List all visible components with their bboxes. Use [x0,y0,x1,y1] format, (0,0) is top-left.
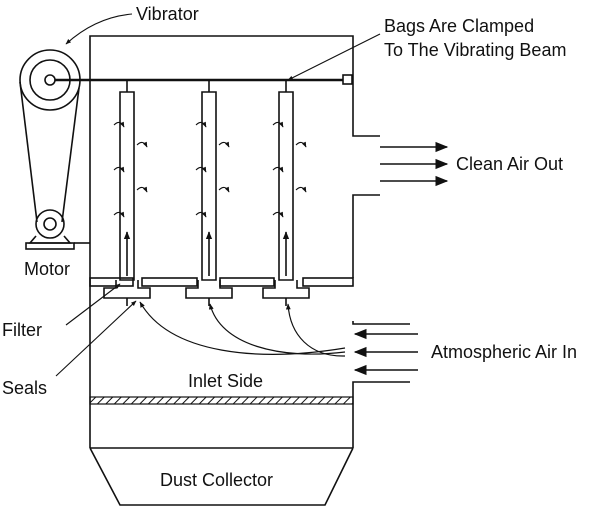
drive-belt [19,81,80,223]
bag-internal-airflow [123,231,290,276]
clean-air-out-label: Clean Air Out [456,154,564,174]
bags-clamped-label-line1: Bags Are Clamped [384,16,535,36]
inlet-flow-arrows [139,301,346,357]
tube-sheet [89,277,354,287]
atmospheric-air-in-arrows [353,328,418,376]
filter-label: Filter [2,320,42,340]
leader-lines [55,13,381,377]
vibrator-wheel [19,49,81,111]
dust-collector-label: Dust Collector [160,470,274,490]
housing [89,35,410,506]
vibrator-label: Vibrator [136,4,199,24]
motor-label: Motor [24,259,71,279]
atmospheric-air-in-label: Atmospheric Air In [431,342,578,362]
clean-air-out-arrows [380,141,449,187]
vibrating-beam [50,74,353,85]
seals-label: Seals [2,378,48,398]
bags-clamped-label-line2: To The Vibrating Beam [384,40,567,60]
bag-surface-flow [113,121,307,218]
motor [25,209,90,250]
diffuser-plate [89,396,354,405]
inlet-side-label: Inlet Side [188,371,264,391]
